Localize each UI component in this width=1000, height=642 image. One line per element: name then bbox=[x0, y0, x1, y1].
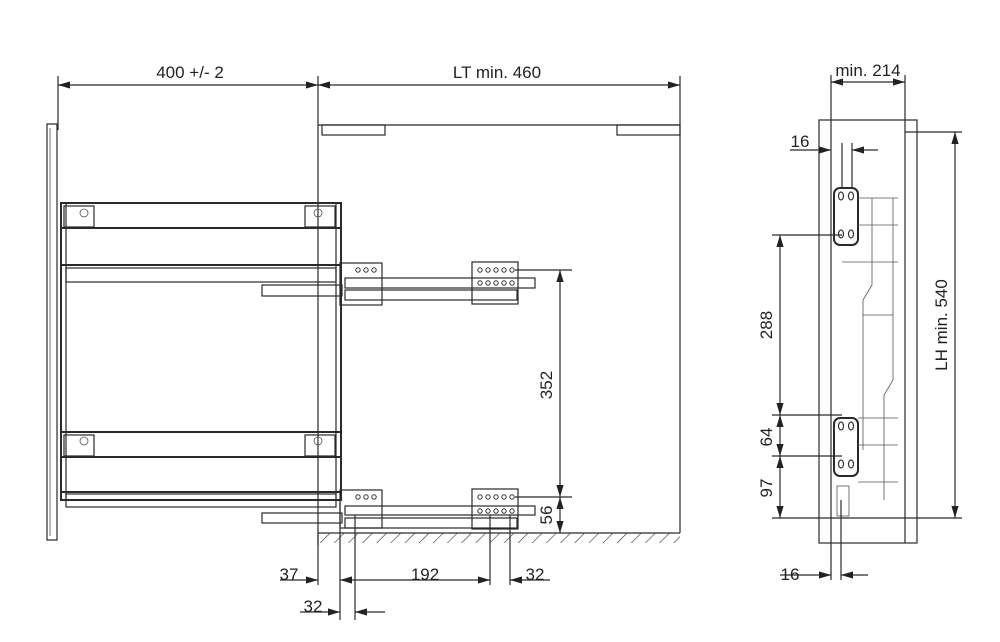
width-dimension-label: 400 +/- 2 bbox=[156, 63, 224, 82]
height-352-label: 352 bbox=[537, 371, 556, 399]
bottom-32-lower-label: 32 bbox=[304, 597, 323, 616]
bottom-37-label: 37 bbox=[280, 565, 299, 584]
depth-dimension-label: LT min. 460 bbox=[453, 63, 541, 82]
side-bottom-16-label: 16 bbox=[781, 565, 800, 584]
bottom-192-label: 192 bbox=[411, 565, 439, 584]
bottom-32-right-label: 32 bbox=[526, 565, 545, 584]
side-width-label: min. 214 bbox=[835, 61, 900, 80]
side-top-16-label: 16 bbox=[791, 132, 810, 151]
spacing-97-label: 97 bbox=[757, 479, 776, 498]
side-height-label: LH min. 540 bbox=[932, 279, 951, 371]
spacing-288-label: 288 bbox=[757, 311, 776, 339]
height-56-label: 56 bbox=[537, 506, 556, 525]
front-view bbox=[46, 76, 681, 620]
side-view bbox=[772, 75, 962, 580]
spacing-64-label: 64 bbox=[757, 428, 776, 447]
